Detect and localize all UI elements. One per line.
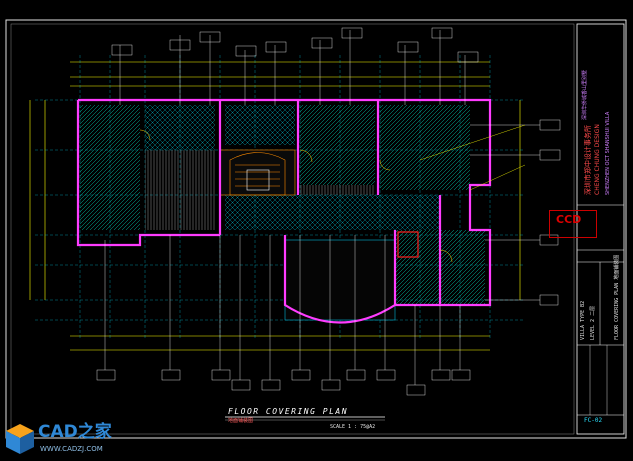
tb-level: LEVEL 2 二层 <box>590 306 596 340</box>
tb-unit-type: VILLA TYPE B2 <box>580 301 586 340</box>
red-accent-room <box>397 231 419 258</box>
cad-watermark-logo <box>6 424 34 454</box>
ccd-logo <box>549 210 597 238</box>
cube-icon <box>6 424 34 454</box>
room-w <box>80 150 140 230</box>
tb-project-en: SHENZHEN OCT SHANSHUI VILLA <box>605 111 611 195</box>
corridor <box>225 195 440 230</box>
room-nw <box>80 105 140 150</box>
drawing-title: FLOOR COVERING PLAN <box>228 407 349 416</box>
room-e1 <box>380 105 470 190</box>
callouts-top <box>111 27 479 105</box>
bay-lounge <box>284 239 396 321</box>
room-ne <box>300 105 375 185</box>
floor-areas <box>80 105 485 321</box>
drawing-scale: SCALE 1 : 75@A2 <box>330 424 376 430</box>
room-wood-2 <box>300 185 375 195</box>
ccd-logo-text: CCD <box>556 213 582 226</box>
title-block <box>576 23 625 435</box>
tb-company-cn: 深圳市郑中设计事务所 <box>583 125 592 195</box>
room-stone-2 <box>225 105 295 145</box>
cad-watermark-brand: CAD之家 <box>38 422 112 442</box>
sheet-border <box>5 19 627 439</box>
callouts-bottom <box>96 235 471 396</box>
doors <box>139 129 453 263</box>
inner-border <box>10 23 575 435</box>
room-wood-1 <box>145 150 215 230</box>
room-stone-1 <box>145 105 215 150</box>
tb-project-cn: 深圳华侨城香山里别墅 <box>581 70 588 120</box>
sheet-number: FC-02 <box>584 417 603 424</box>
tb-drawing-type: FLOOR COVERING PLAN 地面铺装图 <box>613 255 620 340</box>
stair-hall <box>219 149 296 196</box>
stair <box>229 152 286 196</box>
tb-company-en: CHENG CHUNG DESIGN <box>594 124 601 195</box>
drawing-title-cn: 地面铺装图 <box>228 418 254 424</box>
cad-watermark-url: WWW.CADZJ.COM <box>40 445 103 453</box>
